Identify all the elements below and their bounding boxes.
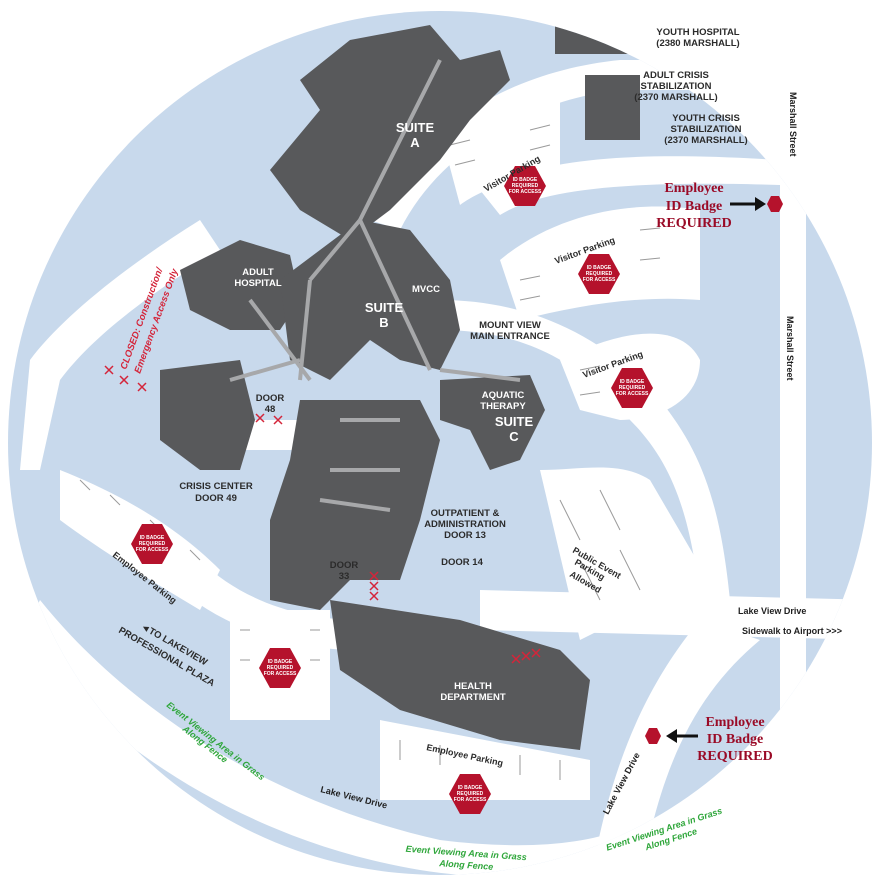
main-entrance-label: MOUNT VIEW [479,320,541,331]
svg-text:FOR ACCESS: FOR ACCESS [264,671,297,677]
svg-text:Employee: Employee [664,181,723,196]
aquatic-therapy-label: AQUATIC [482,390,525,401]
employee-notice-south: Employee ID Badge REQUIRED [645,715,773,764]
svg-text:REQUIRED: REQUIRED [139,541,166,547]
badge-sign: ID BADGE REQUIRED FOR ACCESS [259,648,301,688]
marshall-street-label: Marshall Street [785,316,795,381]
svg-text:33: 33 [339,571,350,582]
svg-text:HOSPITAL: HOSPITAL [234,278,282,289]
adult-crisis-label: ADULT CRISIS [643,70,709,81]
adult-hospital-label: ADULT [242,267,274,278]
youth-crisis-label: YOUTH CRISIS [672,113,740,124]
svg-text:ID BADGE: ID BADGE [587,265,612,271]
door-33-label: DOOR [330,560,359,571]
svg-text:Along Fence: Along Fence [438,858,494,872]
badge-signs: ID BADGE REQUIRED FOR ACCESS ID BADGE RE… [131,166,653,814]
svg-text:FOR ACCESS: FOR ACCESS [509,189,542,195]
svg-text:STABILIZATION: STABILIZATION [641,81,712,92]
aquatic-suite-c-building [440,375,545,470]
door-14-label: DOOR 14 [441,557,483,568]
svg-text:STABILIZATION: STABILIZATION [671,124,742,135]
svg-text:REQUIRED: REQUIRED [267,665,294,671]
badge-sign: ID BADGE REQUIRED FOR ACCESS [449,774,491,814]
svg-text:REQUIRED: REQUIRED [619,385,646,391]
badge-sign: ID BADGE REQUIRED FOR ACCESS [611,368,653,408]
crisis-center-label: CRISIS CENTER [179,481,253,492]
svg-text:FOR ACCESS: FOR ACCESS [136,547,169,553]
crisis-stabilization-building [585,75,640,140]
health-department-label: HEALTH [454,681,492,692]
corridors [229,59,521,512]
outpatient-label: OUTPATIENT & [431,508,500,519]
svg-text:(2370 MARSHALL): (2370 MARSHALL) [634,92,717,103]
svg-text:C: C [509,429,519,444]
crisis-center-building [160,360,255,470]
health-department-building [330,600,590,750]
suite-c-label: SUITE [495,414,534,429]
svg-text:THERAPY: THERAPY [480,401,526,412]
svg-text:(2370 MARSHALL): (2370 MARSHALL) [664,135,747,146]
svg-text:ID BADGE: ID BADGE [268,659,293,665]
adult-hospital-building [180,240,300,330]
door-48-label: DOOR [256,393,285,404]
youth-hospital-building [555,12,645,54]
svg-text:REQUIRED: REQUIRED [457,791,484,797]
suite-a-building [270,25,510,240]
svg-text:REQUIRED: REQUIRED [697,749,772,764]
badge-marker-icon [767,196,783,212]
mvcc-label: MVCC [412,284,440,295]
svg-text:ID Badge: ID Badge [707,732,763,747]
svg-text:FOR ACCESS: FOR ACCESS [583,277,616,283]
svg-text:REQUIRED: REQUIRED [586,271,613,277]
svg-text:DOOR 49: DOOR 49 [195,493,237,504]
svg-text:Employee: Employee [705,715,764,730]
svg-text:FOR ACCESS: FOR ACCESS [616,391,649,397]
door-labels: DOOR 48 CRISIS CENTER DOOR 49 DOOR 33 OU… [179,320,550,582]
svg-text:DEPARTMENT: DEPARTMENT [440,692,505,703]
suite-a-label: SUITE [396,120,435,135]
svg-text:DOOR 13: DOOR 13 [444,530,486,541]
svg-text:REQUIRED: REQUIRED [512,183,539,189]
badge-sign: ID BADGE REQUIRED FOR ACCESS [504,166,546,206]
svg-text:B: B [379,315,388,330]
employee-notice-north: Employee ID Badge REQUIRED [656,181,783,231]
badge-sign: ID BADGE REQUIRED FOR ACCESS [578,254,620,294]
building-labels: YOUTH HOSPITAL (2380 MARSHALL) ADULT CRI… [234,27,747,703]
sidewalk-airport-label: Sidewalk to Airport >>> [742,626,842,636]
svg-text:(2380 MARSHALL): (2380 MARSHALL) [656,38,739,49]
badge-sign: ID BADGE REQUIRED FOR ACCESS [131,524,173,564]
svg-text:REQUIRED: REQUIRED [656,216,731,231]
svg-text:ID BADGE: ID BADGE [140,535,165,541]
svg-text:MAIN ENTRANCE: MAIN ENTRANCE [470,331,550,342]
svg-text:ID BADGE: ID BADGE [458,785,483,791]
parking-stalls [79,124,661,780]
svg-text:48: 48 [265,404,276,415]
svg-text:ID Badge: ID Badge [666,199,722,214]
lake-view-drive-label: Lake View Drive [738,606,806,616]
svg-text:FOR ACCESS: FOR ACCESS [454,797,487,803]
svg-text:ID BADGE: ID BADGE [620,379,645,385]
youth-hospital-label: YOUTH HOSPITAL [656,27,739,38]
suite-b-label: SUITE [365,300,404,315]
svg-text:A: A [410,135,420,150]
svg-text:ADMINISTRATION: ADMINISTRATION [424,519,506,530]
closed-x-marks [104,365,541,664]
svg-text:ID BADGE: ID BADGE [513,177,538,183]
badge-marker-icon [645,728,661,744]
marshall-street-label: Marshall Street [788,92,798,157]
